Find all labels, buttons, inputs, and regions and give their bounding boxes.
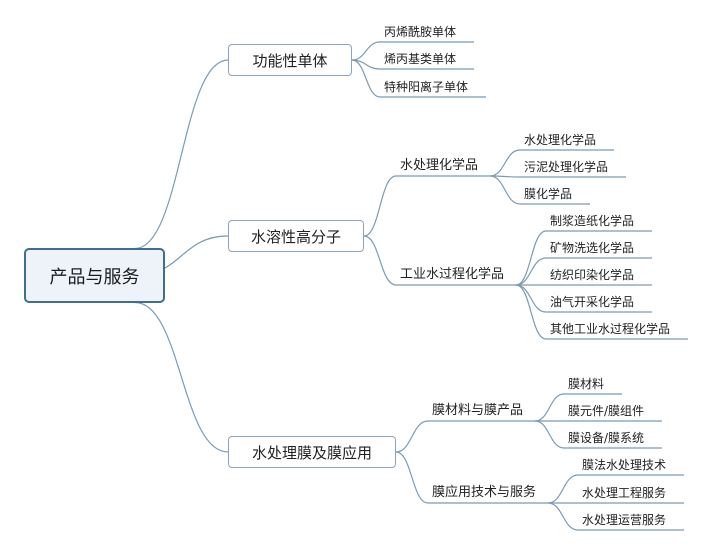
leaf-membrane-chemicals[interactable]: 膜化学品 (524, 187, 573, 201)
connector-root-0 (134, 59, 229, 250)
sub-membrane-application-services[interactable]: 膜应用技术与服务 (432, 485, 537, 500)
sub-industrial-process-chemicals[interactable]: 工业水过程化学品 (400, 267, 505, 282)
connector-leaf-membrane-system (534, 420, 565, 449)
leaf-membrane-material[interactable]: 膜材料 (568, 377, 605, 391)
leaf-oilgas-chemicals[interactable]: 油气开采化学品 (550, 295, 635, 309)
sub-membrane-materials-products[interactable]: 膜材料与膜产品 (432, 403, 524, 418)
connector-sub-industrial-process-chemicals (363, 235, 397, 286)
connector-leaf-cationic-monomer (351, 59, 381, 98)
connector-leaf-mineral-chemicals (515, 257, 547, 286)
leaf-cationic-monomer[interactable]: 特种阳离子单体 (384, 80, 469, 94)
connector-root-2 (134, 301, 229, 453)
leaf-membrane-water-tech[interactable]: 膜法水处理技术 (582, 458, 667, 472)
connector-sub-membrane-materials-products (395, 420, 429, 453)
leaf-engineering-service[interactable]: 水处理工程服务 (582, 486, 667, 500)
connector-leaf-water-treatment-chemicals (489, 149, 521, 177)
leaf-acrylamide-monomer[interactable]: 丙烯酰胺单体 (384, 25, 457, 39)
connector-leaf-membrane-material (534, 393, 565, 422)
connector-sub-water-treatment-chemicals (363, 175, 397, 237)
connector-leaf-membrane-chemicals (489, 175, 521, 205)
sub-water-treatment-chemicals[interactable]: 水处理化学品 (400, 158, 479, 173)
leaf-textile-chemicals[interactable]: 纺织印染化学品 (550, 268, 635, 282)
leaf-water-treatment-chemicals[interactable]: 水处理化学品 (524, 133, 597, 147)
leaf-allyl-monomer[interactable]: 烯丙基类单体 (384, 52, 457, 66)
leaf-other-process-chemicals[interactable]: 其他工业水过程化学品 (550, 322, 671, 336)
connector-sub-membrane-application-services (395, 451, 429, 504)
branch-functional-monomers[interactable]: 功能性单体 (228, 44, 352, 76)
leaf-mineral-chemicals[interactable]: 矿物洗选化学品 (550, 241, 635, 255)
leaf-operation-service[interactable]: 水处理运营服务 (582, 513, 667, 527)
connector-leaf-oilgas-chemicals (515, 284, 547, 313)
connector-leaf-membrane-water-tech (547, 474, 579, 504)
leaf-membrane-element[interactable]: 膜元件/膜组件 (568, 404, 645, 418)
connector-leaf-other-process-chemicals (515, 284, 547, 340)
leaf-sludge-chemicals[interactable]: 污泥处理化学品 (524, 160, 609, 174)
connector-leaf-papermaking-chemicals (515, 230, 547, 286)
leaf-membrane-system[interactable]: 膜设备/膜系统 (568, 431, 645, 445)
root-node[interactable]: 产品与服务 (24, 248, 165, 303)
connector-leaf-acrylamide-monomer (351, 41, 381, 61)
branch-membrane[interactable]: 水处理膜及膜应用 (228, 436, 396, 468)
leaf-papermaking-chemicals[interactable]: 制浆造纸化学品 (550, 214, 635, 228)
connector-leaf-operation-service (547, 502, 579, 531)
branch-water-soluble-polymers[interactable]: 水溶性高分子 (228, 220, 364, 252)
